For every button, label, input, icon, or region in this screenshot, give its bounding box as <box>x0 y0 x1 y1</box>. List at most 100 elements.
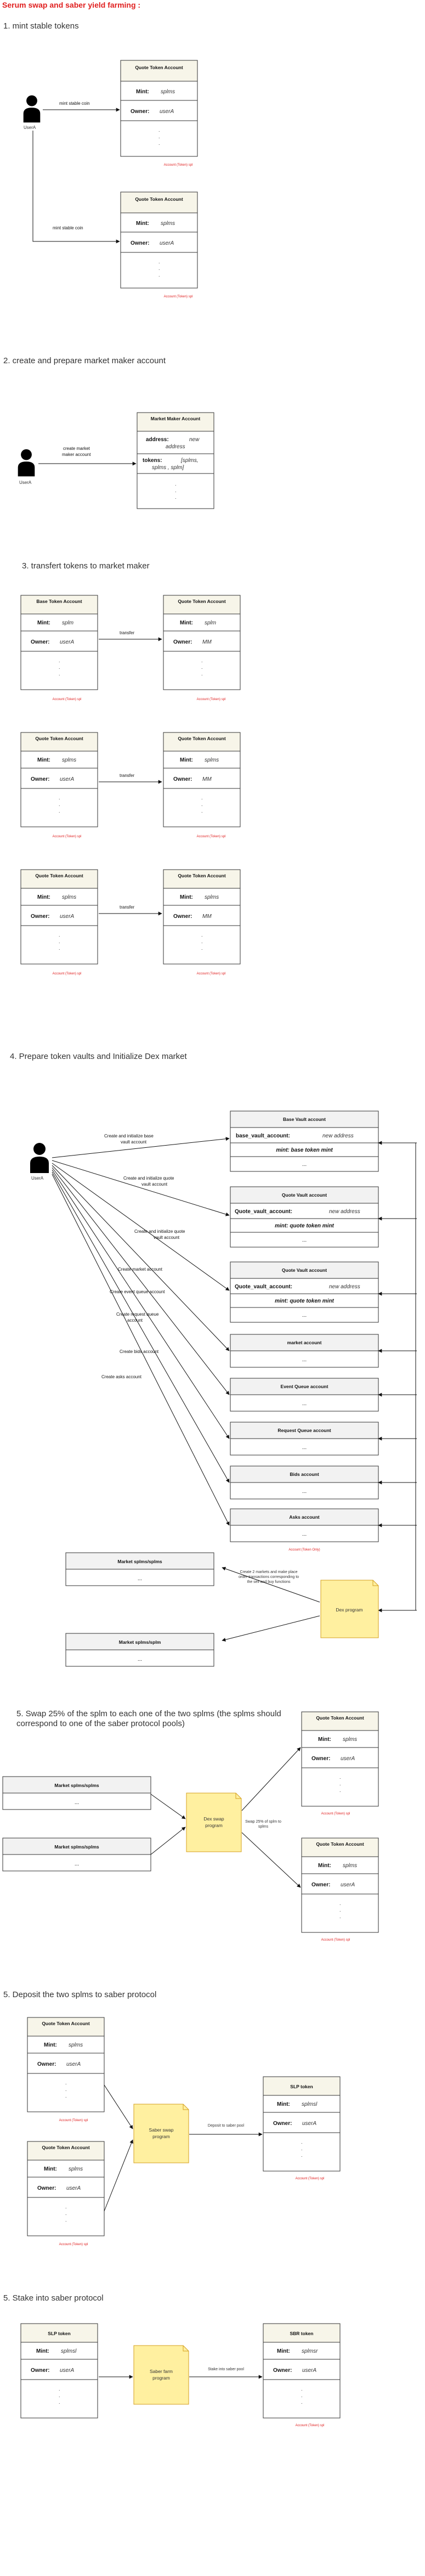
mint-value: splmsl <box>61 2348 77 2354</box>
box-caption: Account (Token) spl <box>197 835 226 838</box>
quote-vault-account-box: Quote Vault account Quote_vault_account:… <box>230 1261 379 1323</box>
mint-value: splms <box>62 894 76 900</box>
dot: . <box>59 939 60 944</box>
box-caption: Account (Token) spl <box>197 972 226 976</box>
owner-label: Owner: <box>31 914 49 920</box>
edge-dex-to-market-1 <box>222 1566 320 1603</box>
user-actor-s4: UserA <box>30 1143 49 1181</box>
dot: . <box>158 266 160 271</box>
owner-label: Owner: <box>173 914 192 920</box>
dex-swap-program-node: Dex swap program <box>186 1793 242 1852</box>
owner-value: userA <box>160 109 174 115</box>
box-header: Event Queue account <box>281 1384 328 1389</box>
event-queue-account-box: Event Queue account ... <box>230 1378 379 1412</box>
owner-label: Owner: <box>311 1882 330 1888</box>
dot: . <box>201 808 203 814</box>
quote-token-account-box: Quote Token Account Mint: splms Owner: M… <box>163 732 241 838</box>
section-5-heading-line2: correspond to one of the saber protocol … <box>16 1719 185 1728</box>
dot: . <box>59 945 60 951</box>
program-label-2: program <box>205 1823 223 1828</box>
dot: . <box>301 2146 303 2151</box>
market-splms-splm-box: Market splms/splm ... <box>65 1633 214 1667</box>
edge-label: Create market account <box>118 1267 163 1272</box>
box-header-line: Quote Token Account <box>135 196 183 202</box>
edge-transfer-3-label: transfer <box>120 905 134 910</box>
dot: . <box>339 1914 341 1919</box>
row-mint: mint: quote token mint <box>275 1298 334 1304</box>
owner-value: userA <box>60 2368 74 2374</box>
edge-deposit-label: Deposit to saber pool <box>208 2124 245 2128</box>
owner-value: userA <box>160 240 174 246</box>
row-empty: ... <box>75 1800 79 1806</box>
box-caption: Account (Token) spl <box>321 1938 350 1942</box>
owner-label: Owner: <box>273 2121 292 2127</box>
edge-label: Create 2 markets and make place <box>240 1570 297 1574</box>
edge-label: Create request queue <box>116 1312 159 1317</box>
box-caption: Account (Token) spl <box>53 835 82 838</box>
edge-label: Create bids account <box>120 1349 159 1354</box>
owner-label: Owner: <box>31 639 49 645</box>
base-token-account-box: Base Token Account Mint: splm Owner: use… <box>20 595 98 701</box>
quote-token-account-box: Quote Token Account Mint: splm Owner: MM… <box>163 595 241 701</box>
edge-label: vault account <box>121 1140 147 1145</box>
owner-value: userA <box>60 776 74 782</box>
dot: . <box>175 488 177 493</box>
row-empty: ... <box>302 1445 307 1451</box>
row-mint: mint: quote token mint <box>275 1223 334 1229</box>
sbr-token-box: SBR token Mint: splmsr Owner: userA . . … <box>263 2323 341 2427</box>
box-header-line: Market Maker Account <box>151 416 201 421</box>
edge-transfer-1-label: transfer <box>120 630 134 635</box>
dot: . <box>158 134 160 139</box>
base-vault-account-box: Base Vault account base_vault_account: n… <box>230 1111 379 1172</box>
user-label: UserA <box>24 125 36 130</box>
program-label-1: Dex swap <box>203 1816 224 1822</box>
dot: . <box>201 939 203 944</box>
market-splms-splms-box: Market splms/splms ... <box>65 1552 214 1586</box>
dot: . <box>201 671 203 677</box>
box-header-line: Quote Token Account <box>35 736 83 741</box>
quote-token-account-box: Quote Token Account Mint: splms Owner: M… <box>163 869 241 976</box>
dot: . <box>339 1774 341 1780</box>
box-header-line: Quote Token Account <box>42 2021 90 2026</box>
edge-swap-to-quote-1 <box>241 1747 301 1811</box>
slp-token-box: SLP token Mint: splmsl Owner: userA . . … <box>20 2323 98 2419</box>
box-header: Market splms/splm <box>119 1639 161 1645</box>
mint-label: Mint: <box>37 620 50 626</box>
mint-value: splms <box>343 1863 357 1869</box>
row-value: new address <box>329 1209 360 1215</box>
edge-create-event <box>52 1167 230 1395</box>
tokens-label: tokens: <box>143 458 162 464</box>
user-label: UserA <box>31 1176 44 1181</box>
dot: . <box>59 932 60 938</box>
row-empty: ... <box>302 1312 307 1318</box>
mint-label: Mint: <box>180 620 193 626</box>
mint-value: splms <box>205 894 219 900</box>
row-empty: ... <box>302 1401 307 1407</box>
section-3-heading: 3. transfert tokens to market maker <box>22 561 150 571</box>
box-caption: Account (Token) spl <box>59 2119 88 2122</box>
dot: . <box>65 2217 67 2223</box>
box-caption: Account (Token Only) <box>288 1548 320 1552</box>
dot: . <box>65 2080 67 2085</box>
program-label-2: program <box>152 2375 170 2381</box>
create-edges <box>52 1137 230 1526</box>
owner-label: Owner: <box>311 1756 330 1762</box>
box-header-line: Quote Token Account <box>178 873 226 878</box>
section-2-heading: 2. create and prepare market maker accou… <box>3 356 166 365</box>
box-header-line: Quote Token Account <box>178 599 226 604</box>
owner-label: Owner: <box>37 2061 56 2067</box>
edge-to-saber-swap-2 <box>104 2139 133 2212</box>
box-caption: Account (Token) spl <box>321 1812 350 1816</box>
user-icon <box>23 95 41 123</box>
edge-create-quote <box>52 1160 230 1216</box>
dot: . <box>201 658 203 663</box>
quote-vault-account-box: Quote Vault account Quote_vault_account:… <box>230 1186 379 1248</box>
edge-label: vault account <box>154 1235 180 1240</box>
tokens-value-1: [splms, <box>180 458 199 464</box>
box-header: market account <box>287 1340 322 1345</box>
dot: . <box>339 1907 341 1913</box>
box-header-line: Quote Token Account <box>42 2145 90 2150</box>
row-value: new address <box>322 1133 354 1139</box>
section-5-heading-line1: 5. Swap 25% of the splm to each one of t… <box>16 1709 281 1718</box>
